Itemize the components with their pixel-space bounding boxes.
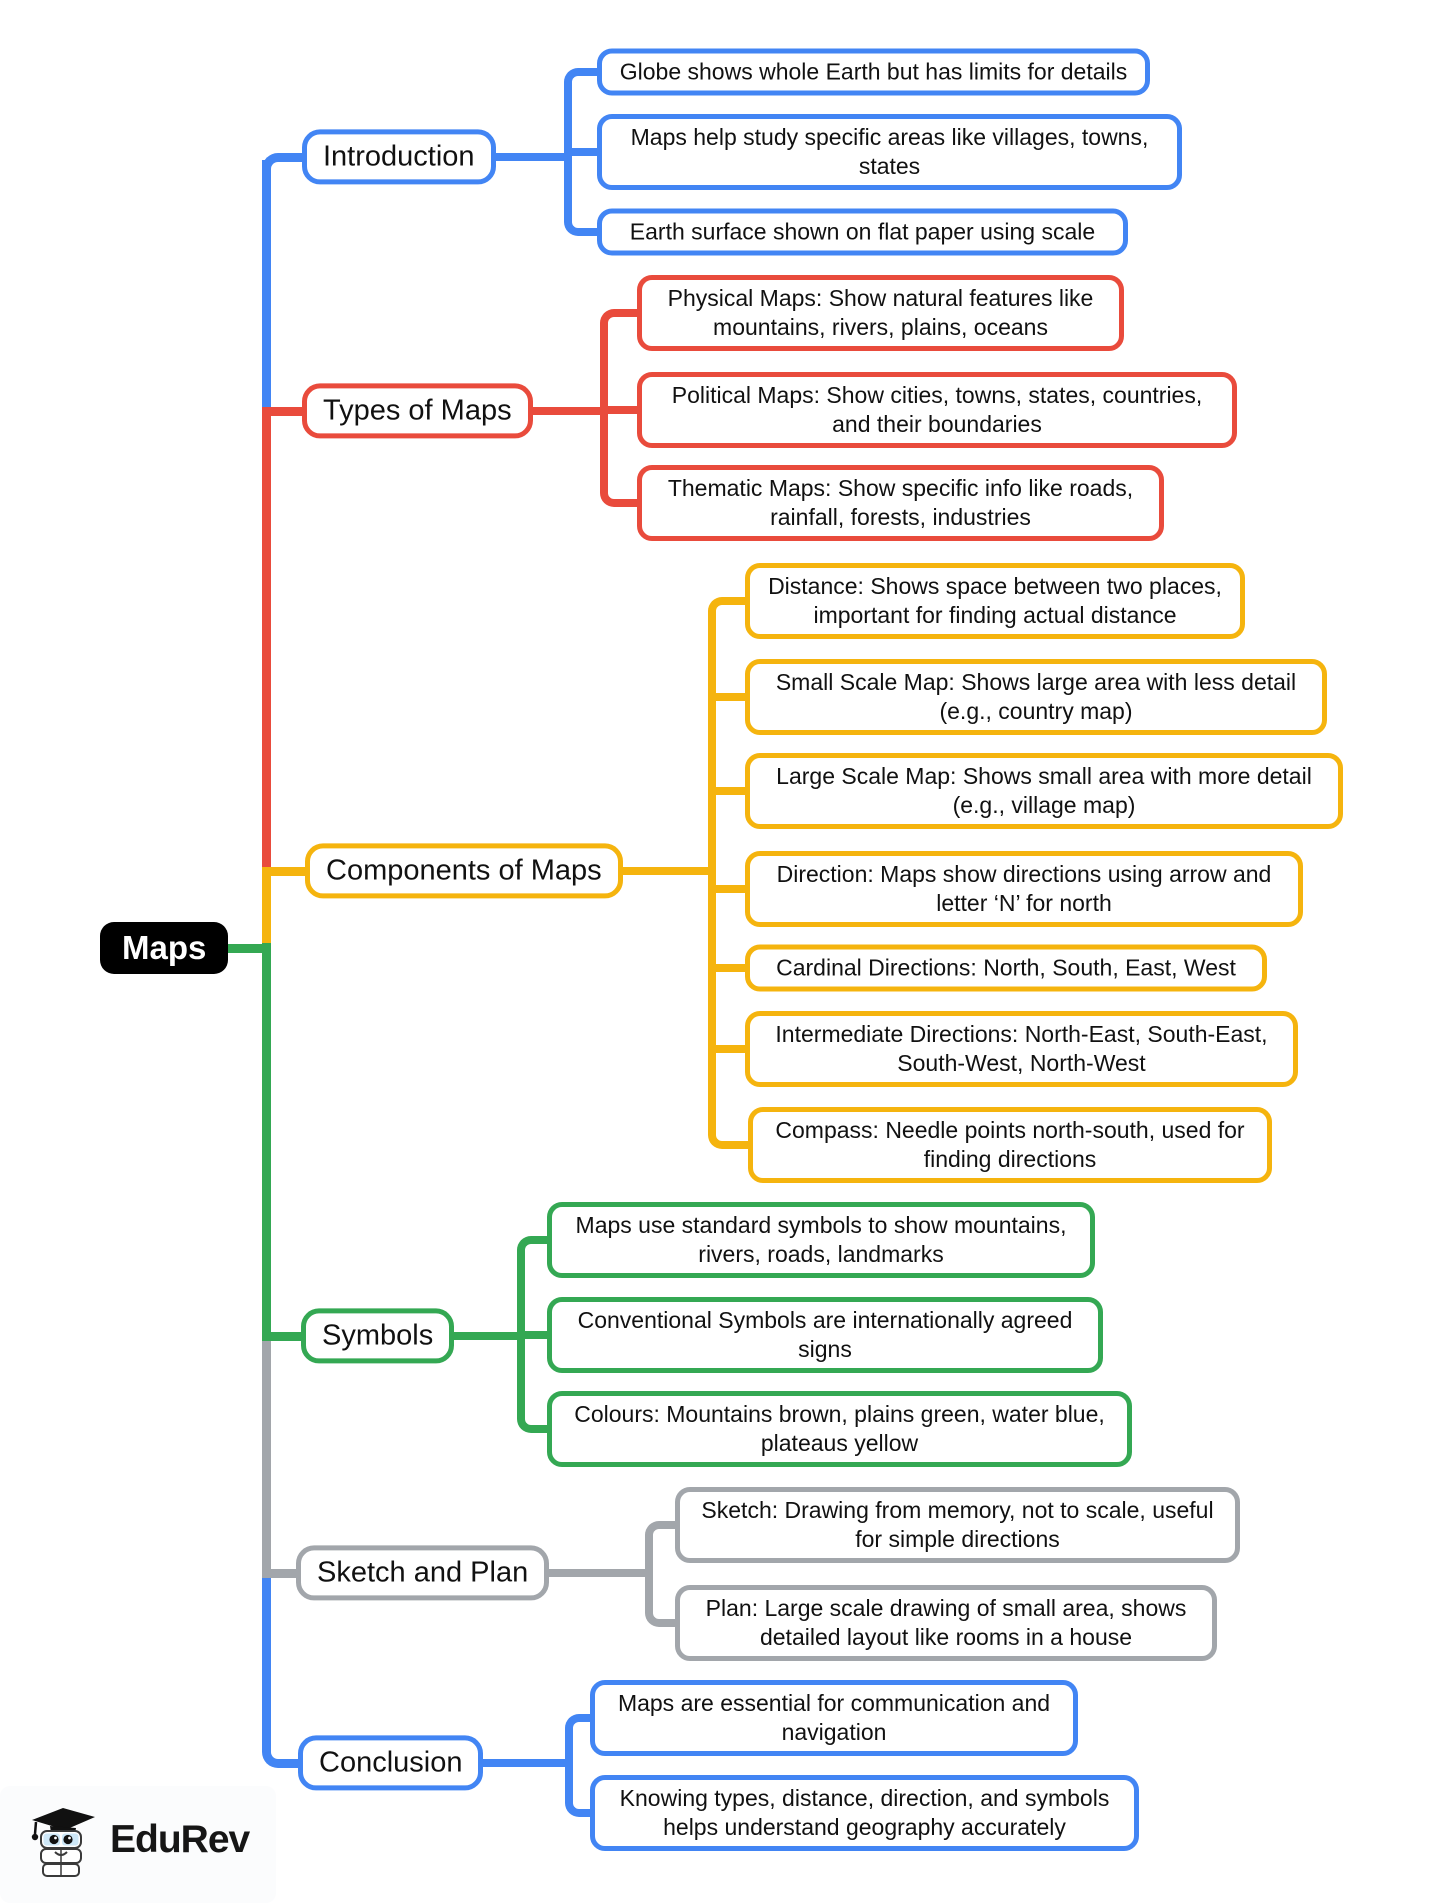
leaf-node: Maps are essential for communication and… [590, 1680, 1078, 1756]
trunk-segment [262, 407, 271, 875]
branch-label-sketch-and-plan: Sketch and Plan [296, 1545, 550, 1601]
edurev-mascot-icon [31, 1808, 95, 1877]
leaf-stub [708, 787, 755, 795]
leaf-node: Maps use standard symbols to show mounta… [547, 1202, 1095, 1278]
branch-label-conclusion: Conclusion [298, 1735, 484, 1791]
trunk-stub [262, 406, 316, 416]
trunk-segment [262, 160, 271, 415]
branch-stub [537, 1569, 653, 1577]
leaf-node: Political Maps: Show cities, towns, stat… [637, 372, 1237, 448]
leaf-node: Conventional Symbols are internationally… [547, 1297, 1103, 1373]
trunk-segment [262, 867, 271, 952]
branch-spine-sketch-and-plan [645, 1521, 683, 1627]
brand-watermark: EduRev [28, 1800, 250, 1880]
branch-label-introduction: Introduction [302, 129, 496, 185]
leaf-node: Earth surface shown on flat paper using … [597, 208, 1128, 256]
leaf-node: Maps help study specific areas like vill… [597, 114, 1182, 190]
leaf-node: Colours: Mountains brown, plains green, … [547, 1391, 1132, 1467]
leaf-stub [517, 1331, 557, 1339]
leaf-node: Plan: Large scale drawing of small area,… [675, 1585, 1217, 1661]
leaf-node: Cardinal Directions: North, South, East,… [745, 944, 1267, 992]
branch-stub [611, 867, 716, 875]
trunk-corner [262, 1743, 308, 1768]
leaf-stub [564, 148, 607, 156]
trunk-segment [262, 1332, 271, 1577]
root-connector [222, 943, 271, 953]
leaf-stub [708, 693, 755, 701]
trunk-segment [262, 1569, 271, 1750]
leaf-node: Knowing types, distance, direction, and … [590, 1775, 1139, 1851]
brand-name: EduRev [110, 1818, 250, 1861]
root-node-maps: Maps [100, 922, 229, 974]
branch-stub [471, 1759, 573, 1767]
trunk-segment [262, 943, 271, 1340]
leaf-stub [708, 885, 755, 893]
trunk-stub [262, 1568, 310, 1578]
branch-spine-conclusion [565, 1714, 598, 1817]
branch-label-symbols: Symbols [301, 1308, 455, 1364]
leaf-node: Physical Maps: Show natural features lik… [637, 275, 1124, 351]
branch-label-components-of-maps: Components of Maps [305, 843, 623, 899]
trunk-stub [262, 1331, 315, 1341]
leaf-node: Large Scale Map: Shows small area with m… [745, 753, 1343, 829]
leaf-node: Distance: Shows space between two places… [745, 563, 1245, 639]
leaf-node: Direction: Maps show directions using ar… [745, 851, 1303, 927]
leaf-node: Compass: Needle points north-south, used… [748, 1107, 1272, 1183]
branch-stub [484, 153, 572, 161]
trunk-stub [262, 866, 319, 876]
leaf-stub [600, 406, 647, 414]
leaf-node: Globe shows whole Earth but has limits f… [597, 48, 1150, 96]
leaf-node: Small Scale Map: Shows large area with l… [745, 659, 1327, 735]
leaf-node: Intermediate Directions: North-East, Sou… [745, 1011, 1298, 1087]
branch-stub [442, 1332, 525, 1340]
branch-stub [521, 407, 608, 415]
leaf-stub [708, 964, 755, 972]
branch-label-types-of-maps: Types of Maps [302, 383, 533, 439]
leaf-node: Thematic Maps: Show specific info like r… [637, 465, 1164, 541]
branch-spine-components-of-maps [708, 597, 753, 1149]
leaf-node: Sketch: Drawing from memory, not to scal… [675, 1487, 1240, 1563]
leaf-stub [708, 1045, 755, 1053]
trunk-corner [262, 153, 312, 177]
